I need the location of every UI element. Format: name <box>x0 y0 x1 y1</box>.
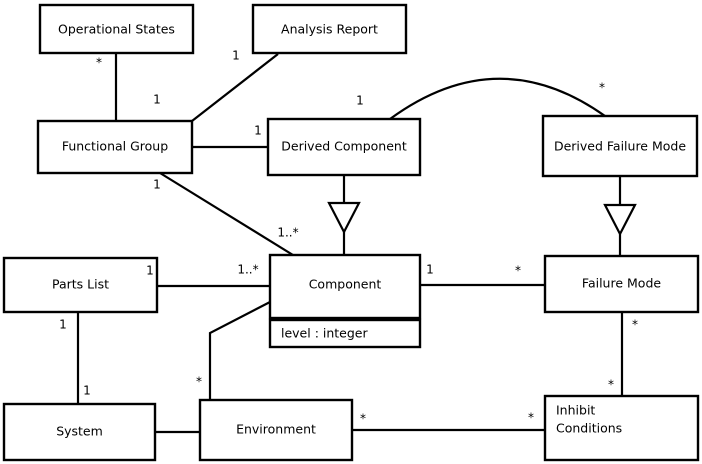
association-functional-group-component[interactable] <box>159 172 294 256</box>
class-derived-component[interactable]: Derived Component <box>266 117 422 177</box>
generalizations-layer <box>327 175 637 256</box>
class-name-derived-component: Derived Component <box>281 139 407 154</box>
multiplicity-environment-to-inhibit-conditions-end: * <box>360 412 366 426</box>
class-name-inhibit-conditions-line1: Inhibit <box>556 403 595 418</box>
multiplicity-component-to-failure-mode-end: 1 <box>426 263 434 277</box>
class-name-component: Component <box>309 277 382 292</box>
class-box-system[interactable] <box>2 402 157 462</box>
associations-layer <box>76 53 624 434</box>
multiplicity-parts-list-end: 1 <box>146 264 154 278</box>
class-name-parts-list: Parts List <box>52 277 109 292</box>
multiplicity-system-from-parts-list-end: 1 <box>83 384 91 398</box>
multiplicity-inhibit-conditions-from-environment-end: * <box>528 411 534 425</box>
multiplicity-component-from-parts-list-end: 1..* <box>237 263 258 277</box>
generalization-triangle-failure-mode[interactable] <box>603 203 637 237</box>
association-functional-group-analysis-report[interactable] <box>191 53 279 122</box>
class-name-environment: Environment <box>236 422 316 437</box>
class-analysis-report[interactable]: Analysis Report <box>251 3 408 55</box>
class-name-derived-failure-mode: Derived Failure Mode <box>554 139 686 154</box>
class-name-functional-group: Functional Group <box>62 139 168 154</box>
class-failure-mode[interactable]: Failure Mode <box>543 254 700 314</box>
class-box-derived-failure-mode[interactable] <box>541 114 699 178</box>
multiplicity-failure-mode-from-component-end: * <box>515 264 521 278</box>
multiplicity-labels-layer: * 1 1 1 1 1..* 1 * 1 1..* 1 1 1 * * * * … <box>59 49 638 426</box>
class-name-inhibit-conditions-line2: Conditions <box>556 421 622 436</box>
class-box-derived-component[interactable] <box>266 117 422 177</box>
multiplicity-environment-to-component-end: * <box>196 375 202 389</box>
class-parts-list[interactable]: Parts List <box>2 256 159 314</box>
class-name-operational-states: Operational States <box>58 22 175 37</box>
multiplicity-derived-failure-mode-arc-end: * <box>599 81 605 95</box>
multiplicity-parts-list-to-system-end: 1 <box>59 318 67 332</box>
multiplicity-analysis-report-end: 1 <box>232 49 240 63</box>
class-name-failure-mode: Failure Mode <box>582 276 661 291</box>
class-box-parts-list[interactable] <box>2 256 159 314</box>
multiplicity-failure-mode-to-inhibit-conditions-end: * <box>632 318 638 332</box>
class-box-functional-group[interactable] <box>36 119 194 175</box>
class-box-inhibit-conditions[interactable] <box>543 394 700 462</box>
multiplicity-inhibit-conditions-from-failure-mode-end: * <box>608 378 614 392</box>
classes-layer: Operational States Analysis Report Funct… <box>2 3 700 462</box>
class-box-environment[interactable] <box>198 398 354 462</box>
multiplicity-operational-states-end: * <box>96 56 102 70</box>
class-derived-failure-mode[interactable]: Derived Failure Mode <box>541 114 699 178</box>
class-operational-states[interactable]: Operational States <box>38 3 195 55</box>
class-attributes-box-component[interactable] <box>268 318 422 349</box>
class-name-analysis-report: Analysis Report <box>281 22 378 37</box>
class-box-analysis-report[interactable] <box>251 3 408 55</box>
class-box-operational-states[interactable] <box>38 3 195 55</box>
class-functional-group[interactable]: Functional Group <box>36 119 194 175</box>
class-environment[interactable]: Environment <box>198 398 354 462</box>
multiplicity-derived-component-arc-end: 1 <box>356 94 364 108</box>
multiplicity-functional-group-to-analysis-report-end: 1 <box>153 93 161 107</box>
multiplicity-functional-group-to-component-end: 1 <box>153 178 161 192</box>
class-box-component[interactable] <box>268 253 422 320</box>
association-component-environment[interactable] <box>208 301 271 400</box>
generalization-triangle-component[interactable] <box>327 201 361 235</box>
class-attribute-component-level: level : integer <box>281 326 368 341</box>
multiplicity-derived-component-end: 1 <box>254 124 262 138</box>
multiplicity-component-from-functional-group-end: 1..* <box>277 226 298 240</box>
association-derived-component-derived-failure-mode[interactable] <box>389 77 606 120</box>
class-system[interactable]: System <box>2 402 157 462</box>
class-inhibit-conditions[interactable]: Inhibit Conditions <box>543 394 700 462</box>
class-component[interactable]: Component level : integer <box>268 253 422 349</box>
class-box-failure-mode[interactable] <box>543 254 700 314</box>
class-name-system: System <box>56 424 103 439</box>
